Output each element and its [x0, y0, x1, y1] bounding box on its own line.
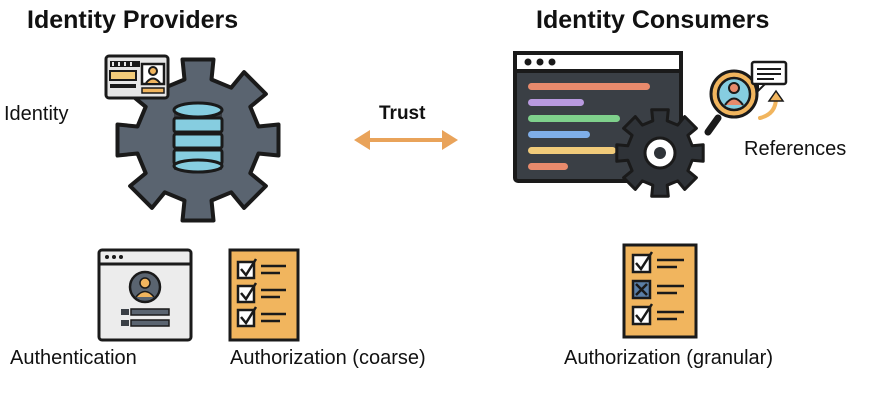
providers-heading: Identity Providers	[27, 6, 239, 34]
checklist-icon	[228, 248, 300, 342]
authentication-label: Authentication	[10, 347, 137, 369]
authorization-granular-label: Authorization (granular)	[564, 347, 773, 369]
consumers-heading: Identity Consumers	[536, 6, 770, 34]
identity-label: Identity	[4, 103, 69, 125]
magnifier-user-icon	[704, 60, 788, 136]
gear-database-icon	[115, 57, 281, 223]
id-card-icon	[104, 54, 170, 100]
trust-label: Trust	[379, 103, 426, 124]
checklist-icon	[622, 243, 698, 339]
trust-arrow-icon	[354, 130, 458, 150]
code-window-gear-icon	[513, 51, 705, 198]
authorization-coarse-label: Authorization (coarse)	[230, 347, 426, 369]
login-window-icon	[97, 248, 193, 342]
references-label: References	[744, 138, 847, 160]
